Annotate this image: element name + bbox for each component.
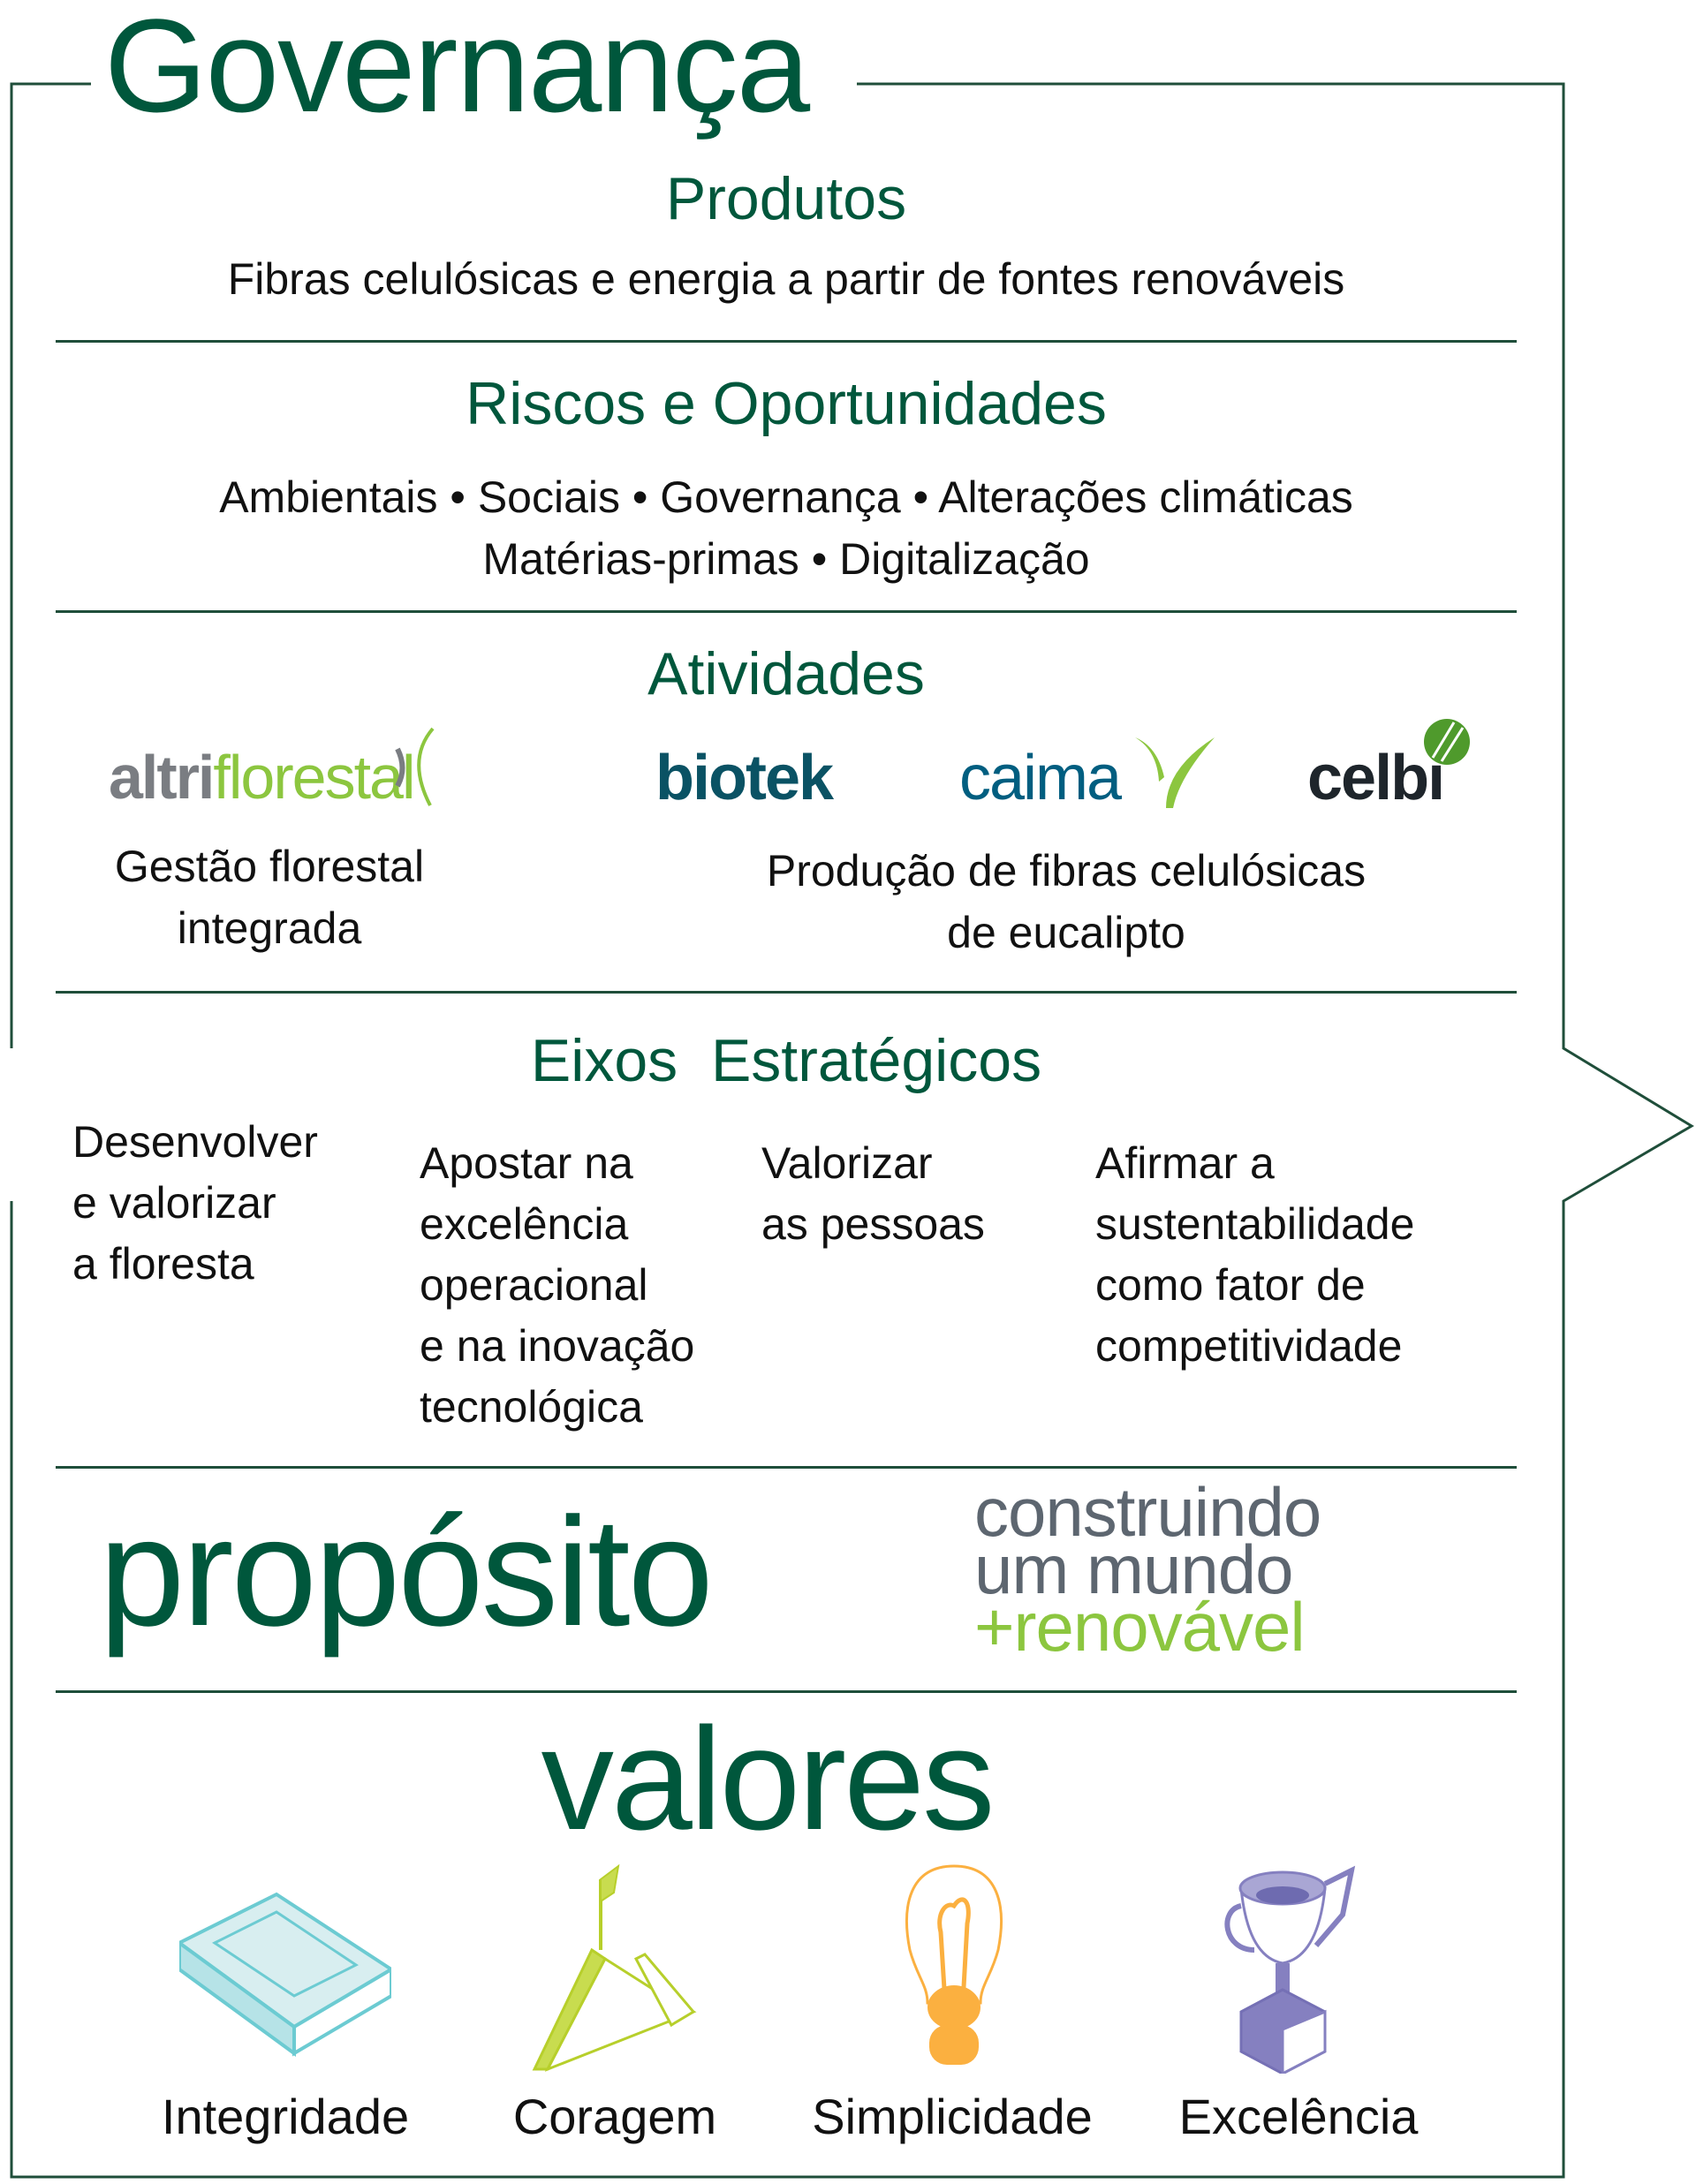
valor-label-integridade: Integridade (161, 2089, 410, 2144)
altri-florestal-logo: altriflorestal (109, 727, 435, 812)
valores-heading: valores (541, 1697, 996, 1860)
book-icon (179, 1892, 391, 2057)
caima-logo: caima (959, 743, 1122, 813)
producao-fibras-text: Produção de fibras celulósicas de eucali… (669, 840, 1464, 964)
gestao-line-2: integrada (177, 903, 362, 953)
eixo-line: como fator de (1095, 1260, 1366, 1310)
valor-label-simplicidade: Simplicidade (812, 2089, 1093, 2144)
proposito-heading: propósito (99, 1486, 714, 1659)
producao-line-2: de eucalipto (947, 908, 1185, 957)
eixo-item: Valorizar as pessoas (761, 1133, 985, 1255)
eixo-line: a floresta (72, 1239, 254, 1288)
tagline-line-2: um mundo (974, 1530, 1294, 1608)
altri-leaf-icon (395, 727, 435, 806)
tagline-line-1: construindo (974, 1473, 1321, 1551)
eixo-line: Valorizar (761, 1138, 933, 1188)
logo-text-altri: altri (109, 743, 215, 812)
celbi-leaf-icon (1424, 719, 1470, 765)
logo-text-florestal: florestal (213, 743, 415, 812)
gestao-florestal-text: Gestão florestal integrada (53, 835, 486, 959)
lightbulb-icon (905, 1864, 1003, 2065)
riscos-heading: Riscos e Oportunidades (466, 370, 1107, 437)
riscos-line-2: Matérias-primas • Digitalização (482, 534, 1090, 584)
producao-line-1: Produção de fibras celulósicas (766, 846, 1367, 896)
eixo-item: Apostar na excelência operacional e na i… (420, 1133, 694, 1438)
eixo-line: as pessoas (761, 1199, 985, 1249)
divider (56, 1466, 1517, 1469)
eixo-line: Afirmar a (1095, 1138, 1275, 1188)
eixo-line: competitividade (1095, 1321, 1403, 1371)
eixo-line: Desenvolver (72, 1117, 318, 1167)
divider (56, 1690, 1517, 1693)
eixo-item: Afirmar a sustentabilidade como fator de… (1095, 1133, 1414, 1377)
eixo-item: Desenvolver e valorizar a floresta (72, 1112, 318, 1295)
divider (56, 610, 1517, 613)
trophy-icon (1224, 1865, 1356, 2074)
celbi-logo: celbi (1307, 743, 1445, 813)
produtos-heading: Produtos (665, 165, 907, 232)
eixo-line: e valorizar (72, 1178, 276, 1228)
eixo-line: Apostar na (420, 1138, 633, 1188)
divider (56, 340, 1517, 343)
produtos-text: Fibras celulósicas e energia a partir de… (227, 254, 1345, 304)
valor-label-excelencia: Excelência (1178, 2089, 1419, 2144)
riscos-line-1: Ambientais • Sociais • Governança • Alte… (219, 472, 1353, 522)
page-title: Governança (104, 0, 810, 140)
valor-label-coragem: Coragem (512, 2089, 717, 2144)
eixo-line: operacional (420, 1260, 648, 1310)
eixo-line: excelência (420, 1199, 629, 1249)
eixos-heading: Eixos Estratégicos (530, 1027, 1042, 1094)
eixo-line: sustentabilidade (1095, 1199, 1415, 1249)
caima-sprout-icon (1135, 737, 1215, 808)
eixo-line: e na inovação (420, 1321, 695, 1371)
eixo-line: tecnológica (420, 1382, 643, 1432)
atividades-heading: Atividades (647, 640, 925, 707)
proposito-tagline: construindo um mundo +renovável (974, 1473, 1321, 1666)
gestao-line-1: Gestão florestal (114, 842, 425, 891)
tagline-line-3: +renovável (974, 1588, 1306, 1666)
mountain-flag-icon (532, 1863, 697, 2072)
divider (56, 991, 1517, 994)
biotek-logo: biotek (655, 743, 834, 813)
